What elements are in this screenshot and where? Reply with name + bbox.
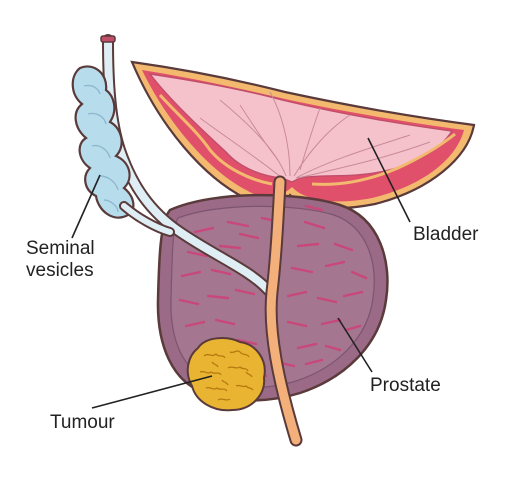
vas-deferens-cut-end <box>100 35 116 43</box>
leader-line-seminal-vesicles <box>71 174 101 239</box>
tumour <box>186 337 266 412</box>
leader-line-prostate <box>337 317 373 373</box>
label-prostate: Prostate <box>370 375 441 396</box>
bladder-wall-line <box>158 93 456 186</box>
tumour-texture <box>199 350 254 401</box>
leader-line-bladder <box>367 137 411 223</box>
label-seminal-vesicles-line2: vesicles <box>26 260 94 281</box>
leader-lines <box>71 137 411 409</box>
seminal-vesicle-lobes <box>83 84 119 213</box>
bladder <box>130 60 476 210</box>
label-seminal-vesicles: Seminal vesicles <box>26 238 95 282</box>
label-tumour: Tumour <box>50 412 115 433</box>
bladder-folds <box>199 91 431 179</box>
label-seminal-vesicles-line1: Seminal <box>26 238 95 259</box>
leader-line-tumour <box>91 375 213 409</box>
seminal-vesicle-body <box>71 65 135 219</box>
label-bladder: Bladder <box>413 224 479 245</box>
seminal-vesicles <box>71 65 175 237</box>
urethra <box>264 175 303 447</box>
